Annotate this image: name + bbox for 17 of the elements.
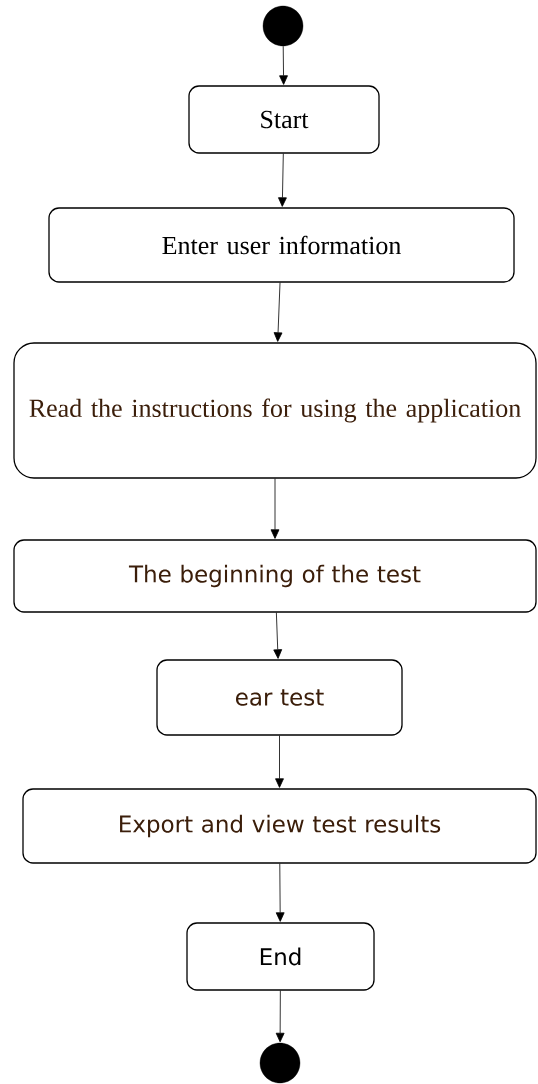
arrow	[273, 282, 283, 342]
arrow	[275, 863, 285, 922]
initial-dot	[262, 5, 304, 47]
activity-box: End	[186, 922, 375, 991]
final-dot	[259, 1042, 301, 1084]
activity-box: Start	[188, 85, 380, 154]
activity-box: The beginning of the test	[13, 539, 537, 613]
arrow	[270, 478, 280, 539]
activity-box: Read the instructions for using the application	[13, 342, 537, 479]
activity-box: Export and view test results	[22, 788, 537, 864]
arrow	[273, 612, 283, 659]
activity-box: Enter user information	[48, 207, 515, 283]
activity-box: ear test	[156, 659, 403, 736]
arrow	[278, 153, 287, 207]
arrow	[279, 45, 288, 85]
arrow	[275, 990, 285, 1043]
arrow	[275, 735, 284, 788]
